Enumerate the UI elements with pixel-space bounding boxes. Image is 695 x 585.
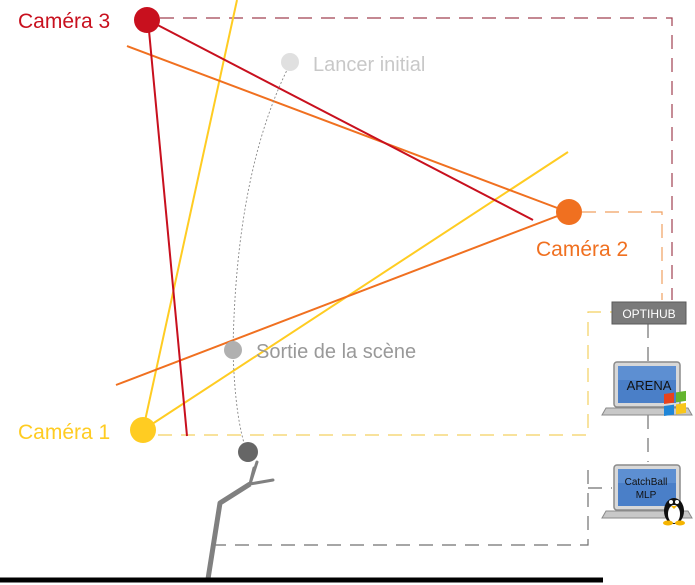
camera2-dot <box>556 199 582 225</box>
ball-trajectory <box>232 63 291 453</box>
initial-throw-point <box>281 53 299 71</box>
linux-tux-icon <box>663 498 685 526</box>
camera1-label: Caméra 1 <box>18 421 110 444</box>
hub-to-computers-cable <box>215 324 649 546</box>
initial-throw-label: Lancer initial <box>313 54 425 76</box>
catchball-laptop-icon: CatchBall MLP <box>601 464 693 526</box>
camera2-field-of-view <box>115 45 569 386</box>
scene-exit-label: Sortie de la scène <box>256 341 416 363</box>
hand-icon <box>205 442 275 580</box>
windows-logo-icon <box>664 390 686 416</box>
camera1-dot <box>130 417 156 443</box>
catchball-label-line2: MLP <box>636 490 657 501</box>
optihub-label: OPTIHUB <box>622 307 675 321</box>
camera3-dot <box>134 7 160 33</box>
camera3-cable <box>160 17 673 300</box>
hand-ball <box>238 442 258 462</box>
camera2-cable <box>582 211 663 300</box>
arena-laptop-icon: ARENA <box>601 361 693 416</box>
camera1-cable <box>158 311 612 436</box>
scene-exit-point <box>224 341 242 359</box>
optihub-box: OPTIHUB <box>611 301 687 325</box>
camera2-label: Caméra 2 <box>536 238 628 261</box>
camera1-field-of-view <box>142 0 569 431</box>
camera3-label: Caméra 3 <box>18 10 110 33</box>
catchball-label-line1: CatchBall <box>625 477 668 488</box>
camera3-field-of-view <box>147 19 534 437</box>
arena-label: ARENA <box>627 378 672 393</box>
